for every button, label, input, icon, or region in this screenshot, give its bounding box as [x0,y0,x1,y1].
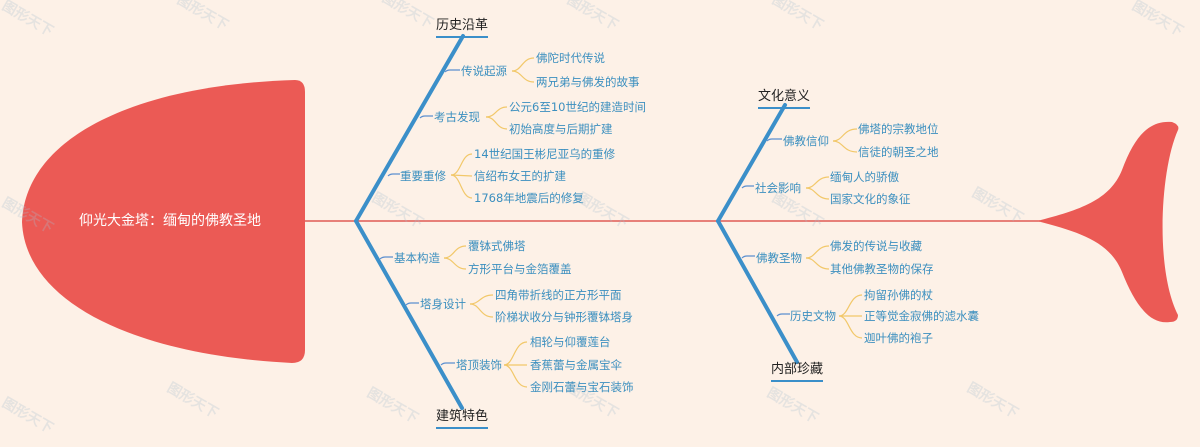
leaf-item[interactable]: 初始高度与后期扩建 [509,122,613,136]
leaf-item[interactable]: 佛塔的宗教地位 [858,122,939,136]
bone-culture [716,103,787,223]
bone-architecture [354,219,464,410]
bone-history [354,34,465,223]
leaf-item[interactable]: 覆钵式佛塔 [468,239,526,253]
diagram-title: 仰光大金塔：缅甸的佛教圣地 [79,213,261,229]
leaf-item[interactable]: 四角带折线的正方形平面 [495,288,622,302]
topic-culture[interactable]: 文化意义 [758,89,811,109]
leaf-item[interactable]: 正等觉金寂佛的滤水囊 [864,309,979,323]
leaf-item[interactable]: 其他佛教圣物的保存 [830,262,934,276]
topic-treasures[interactable]: 内部珍藏 [771,362,824,382]
bone-treasures [716,219,799,364]
cause-relics[interactable]: 佛教圣物 [756,251,802,265]
cause-legend-origin[interactable]: 传说起源 [461,64,507,78]
leaf-item[interactable]: 1768年地震后的修复 [474,191,584,205]
leaf-item[interactable]: 两兄弟与佛发的故事 [536,75,640,89]
leaf-item[interactable]: 香蕉蕾与金属宝伞 [530,358,622,372]
leaf-item[interactable]: 方形平台与金箔覆盖 [468,262,572,276]
leaf-item[interactable]: 金刚石蕾与宝石装饰 [530,380,634,394]
cause-renovation[interactable]: 重要重修 [400,169,446,183]
leaf-item[interactable]: 14世纪国王彬尼亚乌的重修 [474,147,616,161]
cause-top-decoration[interactable]: 塔顶装饰 [456,358,502,372]
fish-tail [1037,121,1179,323]
leaf-item[interactable]: 公元6至10世纪的建造时间 [509,100,646,114]
topic-architecture[interactable]: 建筑特色 [436,409,489,429]
leaf-item[interactable]: 拘留孙佛的杖 [864,288,933,302]
cause-social-impact[interactable]: 社会影响 [755,181,801,195]
fish-head [22,80,305,363]
leaf-item[interactable]: 缅甸人的骄傲 [830,170,899,184]
cause-basic-structure[interactable]: 基本构造 [394,251,440,265]
topic-history[interactable]: 历史沿革 [436,18,489,38]
cause-buddhist-faith[interactable]: 佛教信仰 [783,134,829,148]
cause-archaeology[interactable]: 考古发现 [434,110,480,124]
cause-body-design[interactable]: 塔身设计 [420,297,466,311]
leaf-item[interactable]: 国家文化的象征 [830,192,911,206]
leaf-item[interactable]: 阶梯状收分与钟形覆钵塔身 [495,310,633,324]
leaf-item[interactable]: 相轮与仰覆莲台 [530,335,611,349]
leaf-item[interactable]: 佛陀时代传说 [536,51,605,65]
cause-historical-artifacts[interactable]: 历史文物 [790,309,836,323]
leaf-item[interactable]: 信徒的朝圣之地 [858,145,939,159]
leaf-item[interactable]: 信绍布女王的扩建 [474,169,566,183]
leaf-item[interactable]: 佛发的传说与收藏 [830,239,922,253]
leaf-item[interactable]: 迦叶佛的袍子 [864,331,933,345]
